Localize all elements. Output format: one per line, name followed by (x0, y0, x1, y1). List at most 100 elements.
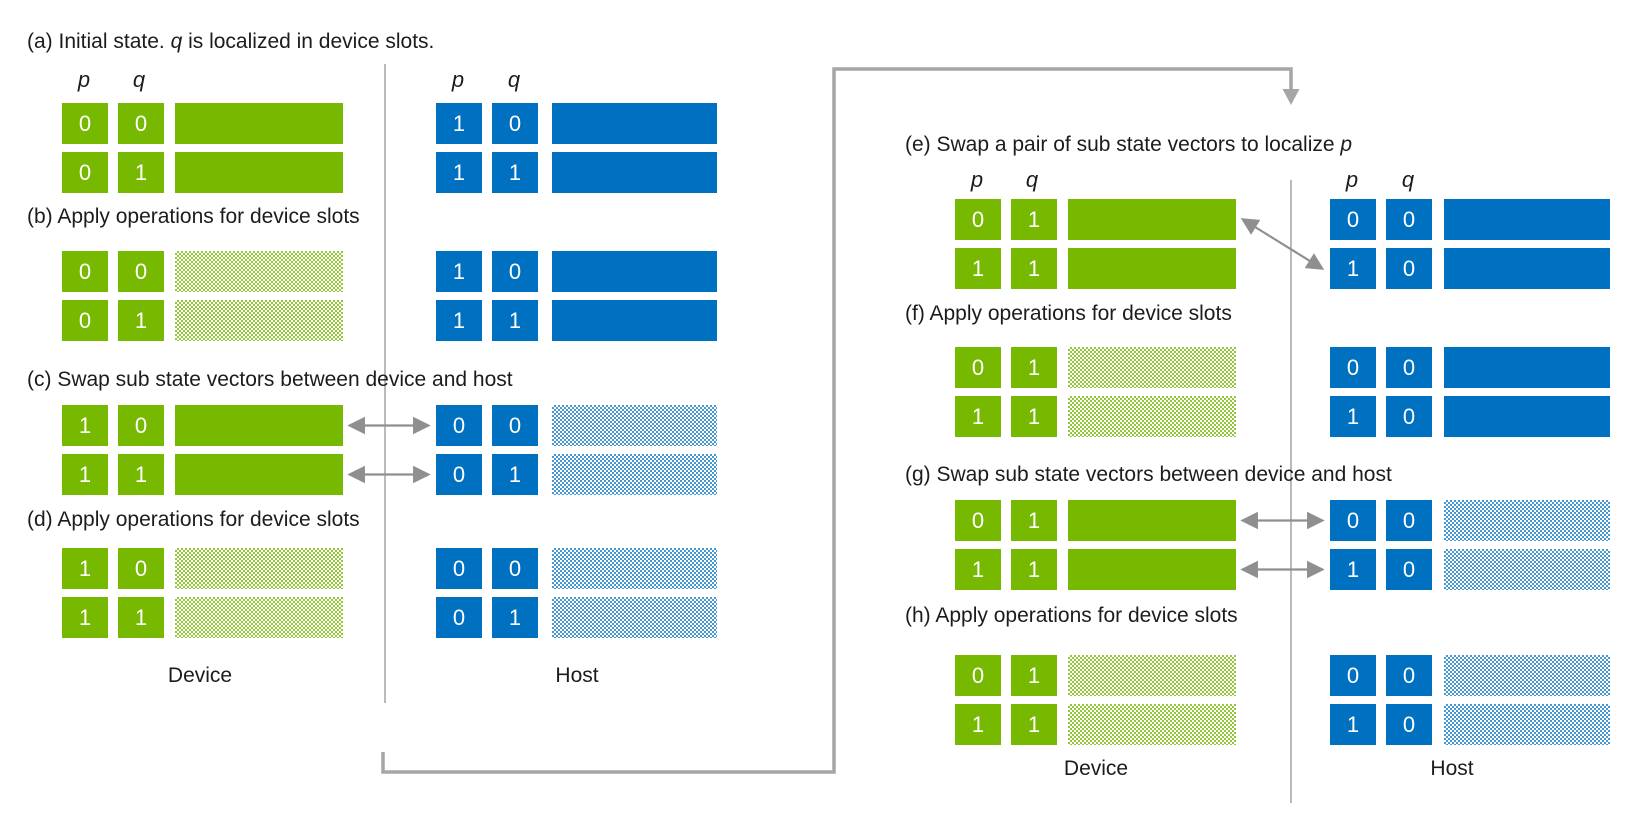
host-bit-cell-p: 0 (436, 597, 482, 638)
host-bit-cell-p: 1 (1330, 704, 1376, 745)
host-bit-cell-q: 1 (492, 152, 538, 193)
host-state-vector-bar-solid (552, 251, 717, 292)
step-e-label: (e) Swap a pair of sub state vectors to … (905, 133, 1352, 156)
device-bit-cell-q: 0 (118, 251, 164, 292)
device-state-vector-bar-solid (1068, 199, 1236, 240)
host-state-vector-bar-hatched (552, 597, 717, 638)
host-state-vector-bar-solid (1444, 396, 1610, 437)
host-bit-header-p: p (451, 67, 465, 92)
device-bit-cell-p: 0 (955, 347, 1001, 388)
device-state-vector-bar-solid (175, 103, 343, 144)
host-bit-cell-p: 1 (1330, 549, 1376, 590)
device-state-vector-bar-solid (1068, 500, 1236, 541)
step-h-label: (h) Apply operations for device slots (905, 604, 1238, 627)
device-state-vector-bar-hatched (175, 300, 343, 341)
host-bit-cell-p: 1 (1330, 396, 1376, 437)
device-bit-cell-q: 1 (1011, 248, 1057, 289)
step-b-label-part: (b) Apply operations for device slots (27, 205, 360, 228)
step-g-label: (g) Swap sub state vectors between devic… (905, 463, 1392, 486)
host-bit-header-q: q (507, 67, 521, 92)
step-d-label: (d) Apply operations for device slots (27, 508, 360, 531)
host-state-vector-bar-solid (1444, 347, 1610, 388)
flow-connector-line (381, 67, 1293, 774)
host-state-vector-bar-solid (1444, 248, 1610, 289)
device-state-vector-bar-hatched (175, 597, 343, 638)
host-bit-cell-q: 0 (1386, 500, 1432, 541)
device-state-vector-bar-hatched (1068, 347, 1236, 388)
device-bit-header-p: p (77, 67, 91, 92)
host-bit-cell-p: 1 (1330, 248, 1376, 289)
host-bit-cell-p: 1 (436, 251, 482, 292)
host-state-vector-bar-hatched (1444, 704, 1610, 745)
host-state-vector-bar-solid (552, 300, 717, 341)
device-state-vector-bar-solid (175, 454, 343, 495)
device-bit-cell-q: 1 (1011, 500, 1057, 541)
step-g-label-part: (g) Swap sub state vectors between devic… (905, 463, 1392, 486)
device-bit-cell-p: 0 (955, 199, 1001, 240)
device-bit-cell-p: 1 (955, 549, 1001, 590)
device-bit-cell-p: 0 (955, 500, 1001, 541)
step-h-label-part: (h) Apply operations for device slots (905, 604, 1238, 627)
device-bit-cell-p: 1 (955, 396, 1001, 437)
step-b-label: (b) Apply operations for device slots (27, 205, 360, 228)
device-bit-cell-p: 1 (955, 248, 1001, 289)
device-state-vector-bar-hatched (175, 251, 343, 292)
step-f-label-part: (f) Apply operations for device slots (905, 302, 1232, 325)
host-bit-cell-q: 0 (1386, 396, 1432, 437)
device-column-label-right: Device (1063, 757, 1129, 780)
host-bit-cell-q: 1 (492, 597, 538, 638)
device-bit-header-q: q (132, 67, 146, 92)
host-bit-cell-q: 0 (492, 103, 538, 144)
device-bit-cell-p: 0 (62, 152, 108, 193)
device-state-vector-bar-hatched (1068, 396, 1236, 437)
host-bit-cell-p: 0 (1330, 655, 1376, 696)
device-bit-cell-p: 1 (62, 597, 108, 638)
device-bit-header-p: p (970, 167, 984, 192)
host-bit-cell-p: 0 (436, 405, 482, 446)
step-a-label-part: q (170, 30, 183, 53)
host-bit-header-q: q (1401, 167, 1415, 192)
host-bit-cell-q: 0 (492, 548, 538, 589)
device-bit-cell-q: 1 (118, 597, 164, 638)
host-state-vector-bar-hatched (1444, 655, 1610, 696)
device-bit-cell-p: 1 (955, 704, 1001, 745)
host-state-vector-bar-hatched (552, 454, 717, 495)
host-bit-cell-q: 0 (1386, 347, 1432, 388)
step-a-label-part: (a) Initial state. (27, 30, 171, 53)
host-bit-cell-p: 0 (436, 454, 482, 495)
device-bit-cell-q: 0 (118, 103, 164, 144)
device-bit-cell-p: 1 (62, 454, 108, 495)
device-state-vector-bar-solid (1068, 549, 1236, 590)
host-bit-cell-q: 1 (492, 300, 538, 341)
host-bit-cell-p: 1 (436, 300, 482, 341)
flow-connector-arrowhead-icon (1282, 89, 1300, 105)
host-column-label-left: Host (555, 664, 599, 687)
step-c-label: (c) Swap sub state vectors between devic… (27, 368, 513, 391)
device-state-vector-bar-hatched (1068, 655, 1236, 696)
host-bit-cell-p: 0 (436, 548, 482, 589)
device-state-vector-bar-solid (175, 405, 343, 446)
device-bit-cell-q: 1 (1011, 396, 1057, 437)
device-state-vector-bar-hatched (1068, 704, 1236, 745)
device-bit-cell-q: 1 (118, 152, 164, 193)
host-state-vector-bar-hatched (552, 548, 717, 589)
host-bit-cell-p: 0 (1330, 500, 1376, 541)
device-bit-cell-p: 0 (955, 655, 1001, 696)
step-e-label-part: p (1340, 133, 1353, 156)
host-bit-cell-q: 0 (492, 251, 538, 292)
host-bit-cell-q: 0 (1386, 655, 1432, 696)
device-bit-cell-p: 1 (62, 405, 108, 446)
step-a-label: (a) Initial state. q is localized in dev… (27, 30, 434, 53)
device-bit-cell-p: 1 (62, 548, 108, 589)
device-bit-cell-q: 1 (1011, 655, 1057, 696)
device-state-vector-bar-hatched (175, 548, 343, 589)
host-bit-cell-q: 0 (1386, 199, 1432, 240)
host-bit-cell-p: 1 (436, 103, 482, 144)
host-state-vector-bar-solid (1444, 199, 1610, 240)
device-bit-cell-q: 1 (1011, 549, 1057, 590)
step-f-label: (f) Apply operations for device slots (905, 302, 1232, 325)
host-bit-header-p: p (1345, 167, 1359, 192)
host-state-vector-bar-solid (552, 103, 717, 144)
step-d-label-part: (d) Apply operations for device slots (27, 508, 360, 531)
device-bit-cell-q: 1 (1011, 199, 1057, 240)
